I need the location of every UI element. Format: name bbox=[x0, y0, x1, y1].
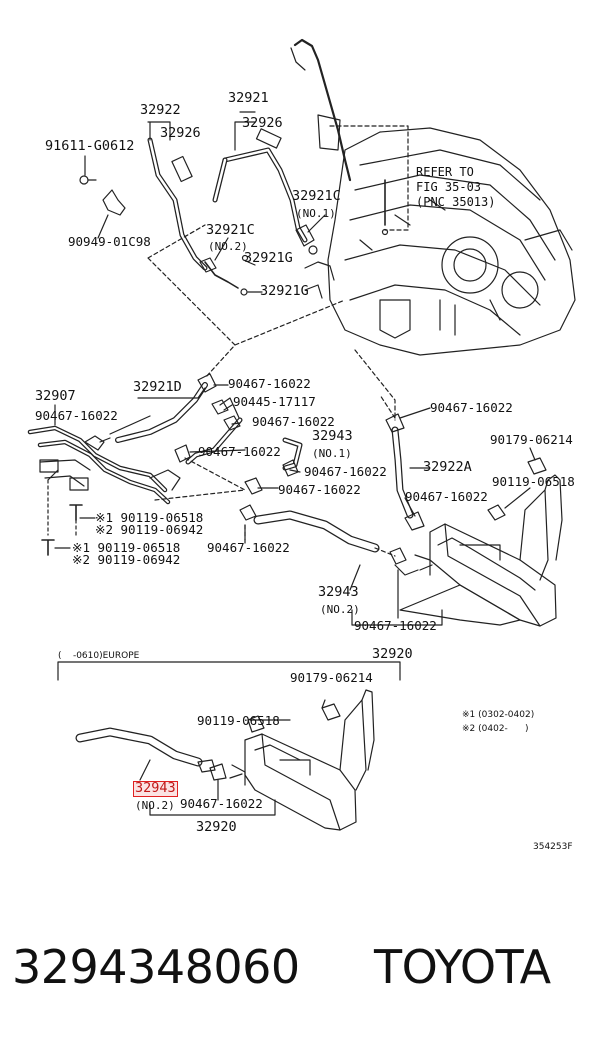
label-32921d: 32921D bbox=[133, 379, 182, 395]
label-note-1b: ※2 90119-06942 bbox=[95, 522, 204, 537]
label-note-1a: ※1 90119-06518 bbox=[95, 510, 204, 525]
label-32926-left: 32926 bbox=[160, 125, 201, 141]
label-90467-c: 90467-16022 bbox=[252, 414, 335, 429]
label-no2-mid: (NO.2) bbox=[320, 603, 360, 616]
dipstick-tube bbox=[290, 38, 352, 182]
label-90467-j: 90467-16022 bbox=[354, 618, 437, 633]
label-32943-no1: 32943 bbox=[312, 428, 353, 444]
hose-32922 bbox=[79, 137, 208, 271]
label-90467-d: 90467-16022 bbox=[198, 444, 281, 459]
label-no1-mid: (NO.1) bbox=[312, 447, 352, 460]
label-90467-i: 90467-16022 bbox=[207, 540, 290, 555]
label-32907: 32907 bbox=[35, 388, 76, 404]
label-90949-01c98: 90949-01C98 bbox=[68, 234, 151, 249]
label-europe: ( -0610)EUROPE bbox=[58, 651, 140, 661]
label-90445-17117: 90445-17117 bbox=[233, 394, 316, 409]
label-32926-right: 32926 bbox=[242, 115, 283, 131]
footer: 3294348060 TOYOTA bbox=[0, 940, 600, 1020]
label-32921g-upper: 32921G bbox=[244, 250, 293, 266]
label-90467-f: 90467-16022 bbox=[278, 482, 361, 497]
parts-diagram: 91611-G0612 32922 32926 32921 32926 REFE… bbox=[27, 38, 576, 852]
label-32921g-lower: 32921G bbox=[260, 283, 309, 299]
label-no1-upper: (NO.1) bbox=[296, 207, 336, 220]
cooler-32920-europe bbox=[229, 689, 375, 831]
label-90119-06518-lower: 90119-06518 bbox=[197, 713, 280, 728]
label-90467-a: 90467-16022 bbox=[228, 376, 311, 391]
label-90467-e: 90467-16022 bbox=[304, 464, 387, 479]
cooler-32920 bbox=[399, 457, 563, 627]
label-90179-06214-upper: 90179-06214 bbox=[490, 432, 573, 447]
diagram-drawing bbox=[27, 38, 576, 831]
hose-32943-europe bbox=[75, 727, 203, 767]
label-32921: 32921 bbox=[228, 90, 269, 106]
part-number: 3294348060 bbox=[12, 940, 300, 994]
refer-box bbox=[329, 125, 409, 231]
europe-bracket bbox=[57, 661, 401, 669]
label-90467-k: 90467-16022 bbox=[180, 796, 263, 811]
label-32920-upper: 32920 bbox=[372, 646, 413, 662]
legend-note-2: ※2 (0402- ) bbox=[462, 724, 529, 734]
label-32922a: 32922A bbox=[423, 459, 472, 475]
label-90119-06518-upper: 90119-06518 bbox=[492, 474, 575, 489]
label-90467-g: 90467-16022 bbox=[430, 400, 513, 415]
hose-32922a bbox=[391, 426, 414, 519]
label-note-2a: ※1 90119-06518 bbox=[72, 540, 181, 555]
label-no2-lower: (NO.2) bbox=[135, 799, 175, 812]
transmission-housing bbox=[327, 127, 576, 356]
label-no2-upper: (NO.2) bbox=[208, 240, 248, 253]
label-90179-06214-lower: 90179-06214 bbox=[290, 670, 373, 685]
label-90467-h: 90467-16022 bbox=[405, 489, 488, 504]
hose-32943-no2 bbox=[253, 510, 380, 553]
legend-note-1: ※1 (0302-0402) bbox=[462, 710, 535, 720]
label-32922: 32922 bbox=[140, 102, 181, 118]
label-32943-highlighted[interactable]: 32943 bbox=[133, 780, 178, 797]
brand-name: TOYOTA bbox=[374, 940, 551, 994]
label-refer-to: REFER TO FIG 35-03 (PNC 35013) bbox=[416, 165, 496, 209]
label-note-2b: ※2 90119-06942 bbox=[72, 552, 181, 567]
hose-32921d bbox=[115, 382, 208, 443]
label-32920-lower: 32920 bbox=[196, 819, 237, 835]
label-32921c-no1: 32921C bbox=[292, 188, 341, 204]
cooler-32907 bbox=[27, 425, 181, 505]
label-32921c-no2: 32921C bbox=[206, 222, 255, 238]
label-91611-g0612: 91611-G0612 bbox=[45, 138, 135, 154]
label-32943-no2: 32943 bbox=[318, 584, 359, 600]
figure-code: 354253F bbox=[533, 842, 573, 852]
label-90467-b: 90467-16022 bbox=[35, 408, 118, 423]
hose-32921 bbox=[212, 128, 318, 255]
